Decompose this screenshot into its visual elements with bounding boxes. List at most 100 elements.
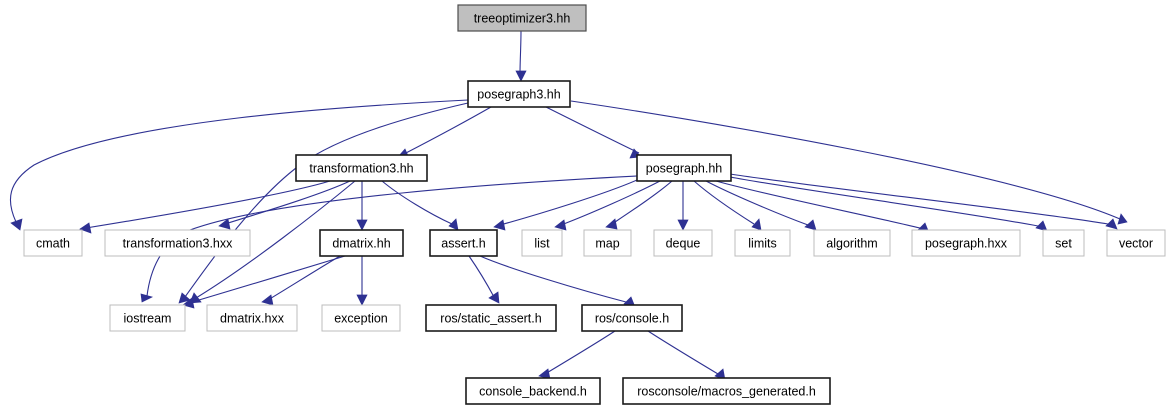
edge-posegraphhh-to-algorithm <box>705 180 817 231</box>
edge-line <box>381 180 453 225</box>
edge-asserth-to-rosconsole <box>479 255 636 308</box>
node-box[interactable] <box>109 304 186 332</box>
graph-node-treeoptimizer3[interactable]: treeoptimizer3.hh <box>457 4 587 32</box>
edge-posegraph3-to-posegraphhh <box>545 106 642 159</box>
edge-transformation3h-to-dmatrixhh <box>356 180 368 231</box>
edge-line <box>729 173 1109 225</box>
node-box[interactable] <box>425 304 557 332</box>
node-box[interactable] <box>911 229 1021 257</box>
edge-asserth-to-rosstaticassert <box>468 255 500 304</box>
node-box[interactable] <box>1042 229 1085 257</box>
node-box[interactable] <box>457 4 587 32</box>
edge-line <box>468 255 495 298</box>
graph-node-rosstaticassert[interactable]: ros/static_assert.h <box>425 304 557 332</box>
graph-node-macrosgenerated[interactable]: rosconsole/macros_generated.h <box>622 377 831 405</box>
arrowhead-icon <box>1105 218 1118 230</box>
node-box[interactable] <box>23 229 83 257</box>
edge-line <box>611 180 673 225</box>
arrowhead-icon <box>515 70 527 82</box>
edge-line <box>195 180 356 299</box>
arrowhead-icon <box>493 219 506 231</box>
graph-node-asserth[interactable]: assert.h <box>429 229 498 257</box>
graph-node-vector[interactable]: vector <box>1106 229 1166 257</box>
node-box[interactable] <box>813 229 891 257</box>
graph-node-set[interactable]: set <box>1042 229 1085 257</box>
edge-line <box>519 30 522 75</box>
arrowhead-icon <box>182 297 195 309</box>
node-box[interactable] <box>467 80 571 108</box>
graph-node-exception[interactable]: exception <box>321 304 401 332</box>
edge-line <box>544 330 616 375</box>
graph-node-map[interactable]: map <box>583 229 632 257</box>
node-box[interactable] <box>636 154 732 182</box>
edge-treeoptimizer3-to-posegraph3 <box>515 30 527 82</box>
edge-posegraphhh-to-iostream <box>140 175 638 303</box>
arrowhead-icon <box>554 219 567 231</box>
edge-line <box>693 180 755 225</box>
edge-rosconsole-to-macrosgenerated <box>647 330 726 381</box>
edge-line <box>560 180 661 226</box>
edge-line <box>570 100 1121 220</box>
node-box[interactable] <box>622 377 831 405</box>
node-box[interactable] <box>321 304 401 332</box>
edge-line <box>499 179 638 226</box>
edge-dmatrixhh-to-dmatrixhxx <box>261 255 341 306</box>
graph-node-rosconsole[interactable]: ros/console.h <box>581 304 683 332</box>
edge-line <box>729 176 1039 227</box>
graph-node-list[interactable]: list <box>521 229 563 257</box>
edge-line <box>705 180 809 226</box>
graph-node-consolebackend[interactable]: console_backend.h <box>465 377 601 405</box>
node-box[interactable] <box>104 229 251 257</box>
edge-line <box>188 255 346 304</box>
edge-posegraph3-to-vector <box>570 100 1128 225</box>
arrowhead-icon <box>448 218 459 231</box>
arrowhead-icon <box>178 292 191 304</box>
node-box[interactable] <box>295 154 428 182</box>
edge-transformation3h-to-asserth <box>381 180 459 231</box>
node-box[interactable] <box>206 304 298 332</box>
graph-node-iostream[interactable]: iostream <box>109 304 186 332</box>
graph-node-transformation3h[interactable]: transformation3.hh <box>295 154 428 182</box>
graph-node-posegraphhxx[interactable]: posegraph.hxx <box>911 229 1021 257</box>
arrowhead-icon <box>488 291 500 304</box>
edge-layer <box>9 30 1128 381</box>
arrowhead-icon <box>677 219 689 231</box>
graph-node-limits[interactable]: limits <box>734 229 791 257</box>
edge-line <box>146 175 638 297</box>
node-box[interactable] <box>429 229 498 257</box>
arrowhead-icon <box>1117 213 1128 225</box>
graph-node-dmatrixhh[interactable]: dmatrix.hh <box>319 229 404 257</box>
edge-line <box>224 180 351 225</box>
edge-dmatrixhh-to-exception <box>356 255 368 306</box>
graph-node-algorithm[interactable]: algorithm <box>813 229 891 257</box>
edge-posegraph3-to-cmath <box>9 99 469 231</box>
graph-node-posegraph3[interactable]: posegraph3.hh <box>467 80 571 108</box>
node-box[interactable] <box>653 229 713 257</box>
node-box[interactable] <box>581 304 683 332</box>
node-box[interactable] <box>1106 229 1166 257</box>
node-box[interactable] <box>583 229 632 257</box>
edge-line <box>403 106 492 155</box>
edge-posegraph3-to-iostream <box>178 102 469 304</box>
edge-line <box>647 330 719 375</box>
arrowhead-icon <box>605 218 618 230</box>
node-box[interactable] <box>521 229 563 257</box>
edge-transformation3h-to-transformation3x <box>218 180 351 230</box>
edge-posegraphhh-to-list <box>554 180 661 231</box>
node-box[interactable] <box>465 377 601 405</box>
graph-node-deque[interactable]: deque <box>653 229 713 257</box>
graph-node-dmatrixhxx[interactable]: dmatrix.hxx <box>206 304 298 332</box>
edge-dmatrixhh-to-iostream <box>182 255 346 309</box>
graph-node-cmath[interactable]: cmath <box>23 229 83 257</box>
edge-line <box>85 180 331 229</box>
node-box[interactable] <box>319 229 404 257</box>
edge-posegraphhh-to-vector <box>729 173 1118 230</box>
arrowhead-icon <box>10 218 23 231</box>
edge-posegraphhh-to-limits <box>693 180 762 231</box>
arrowhead-icon <box>1035 220 1048 232</box>
graph-node-posegraphhh[interactable]: posegraph.hh <box>636 154 732 182</box>
graph-node-transformation3x[interactable]: transformation3.hxx <box>104 229 251 257</box>
node-box[interactable] <box>734 229 791 257</box>
arrowhead-icon <box>804 219 817 231</box>
